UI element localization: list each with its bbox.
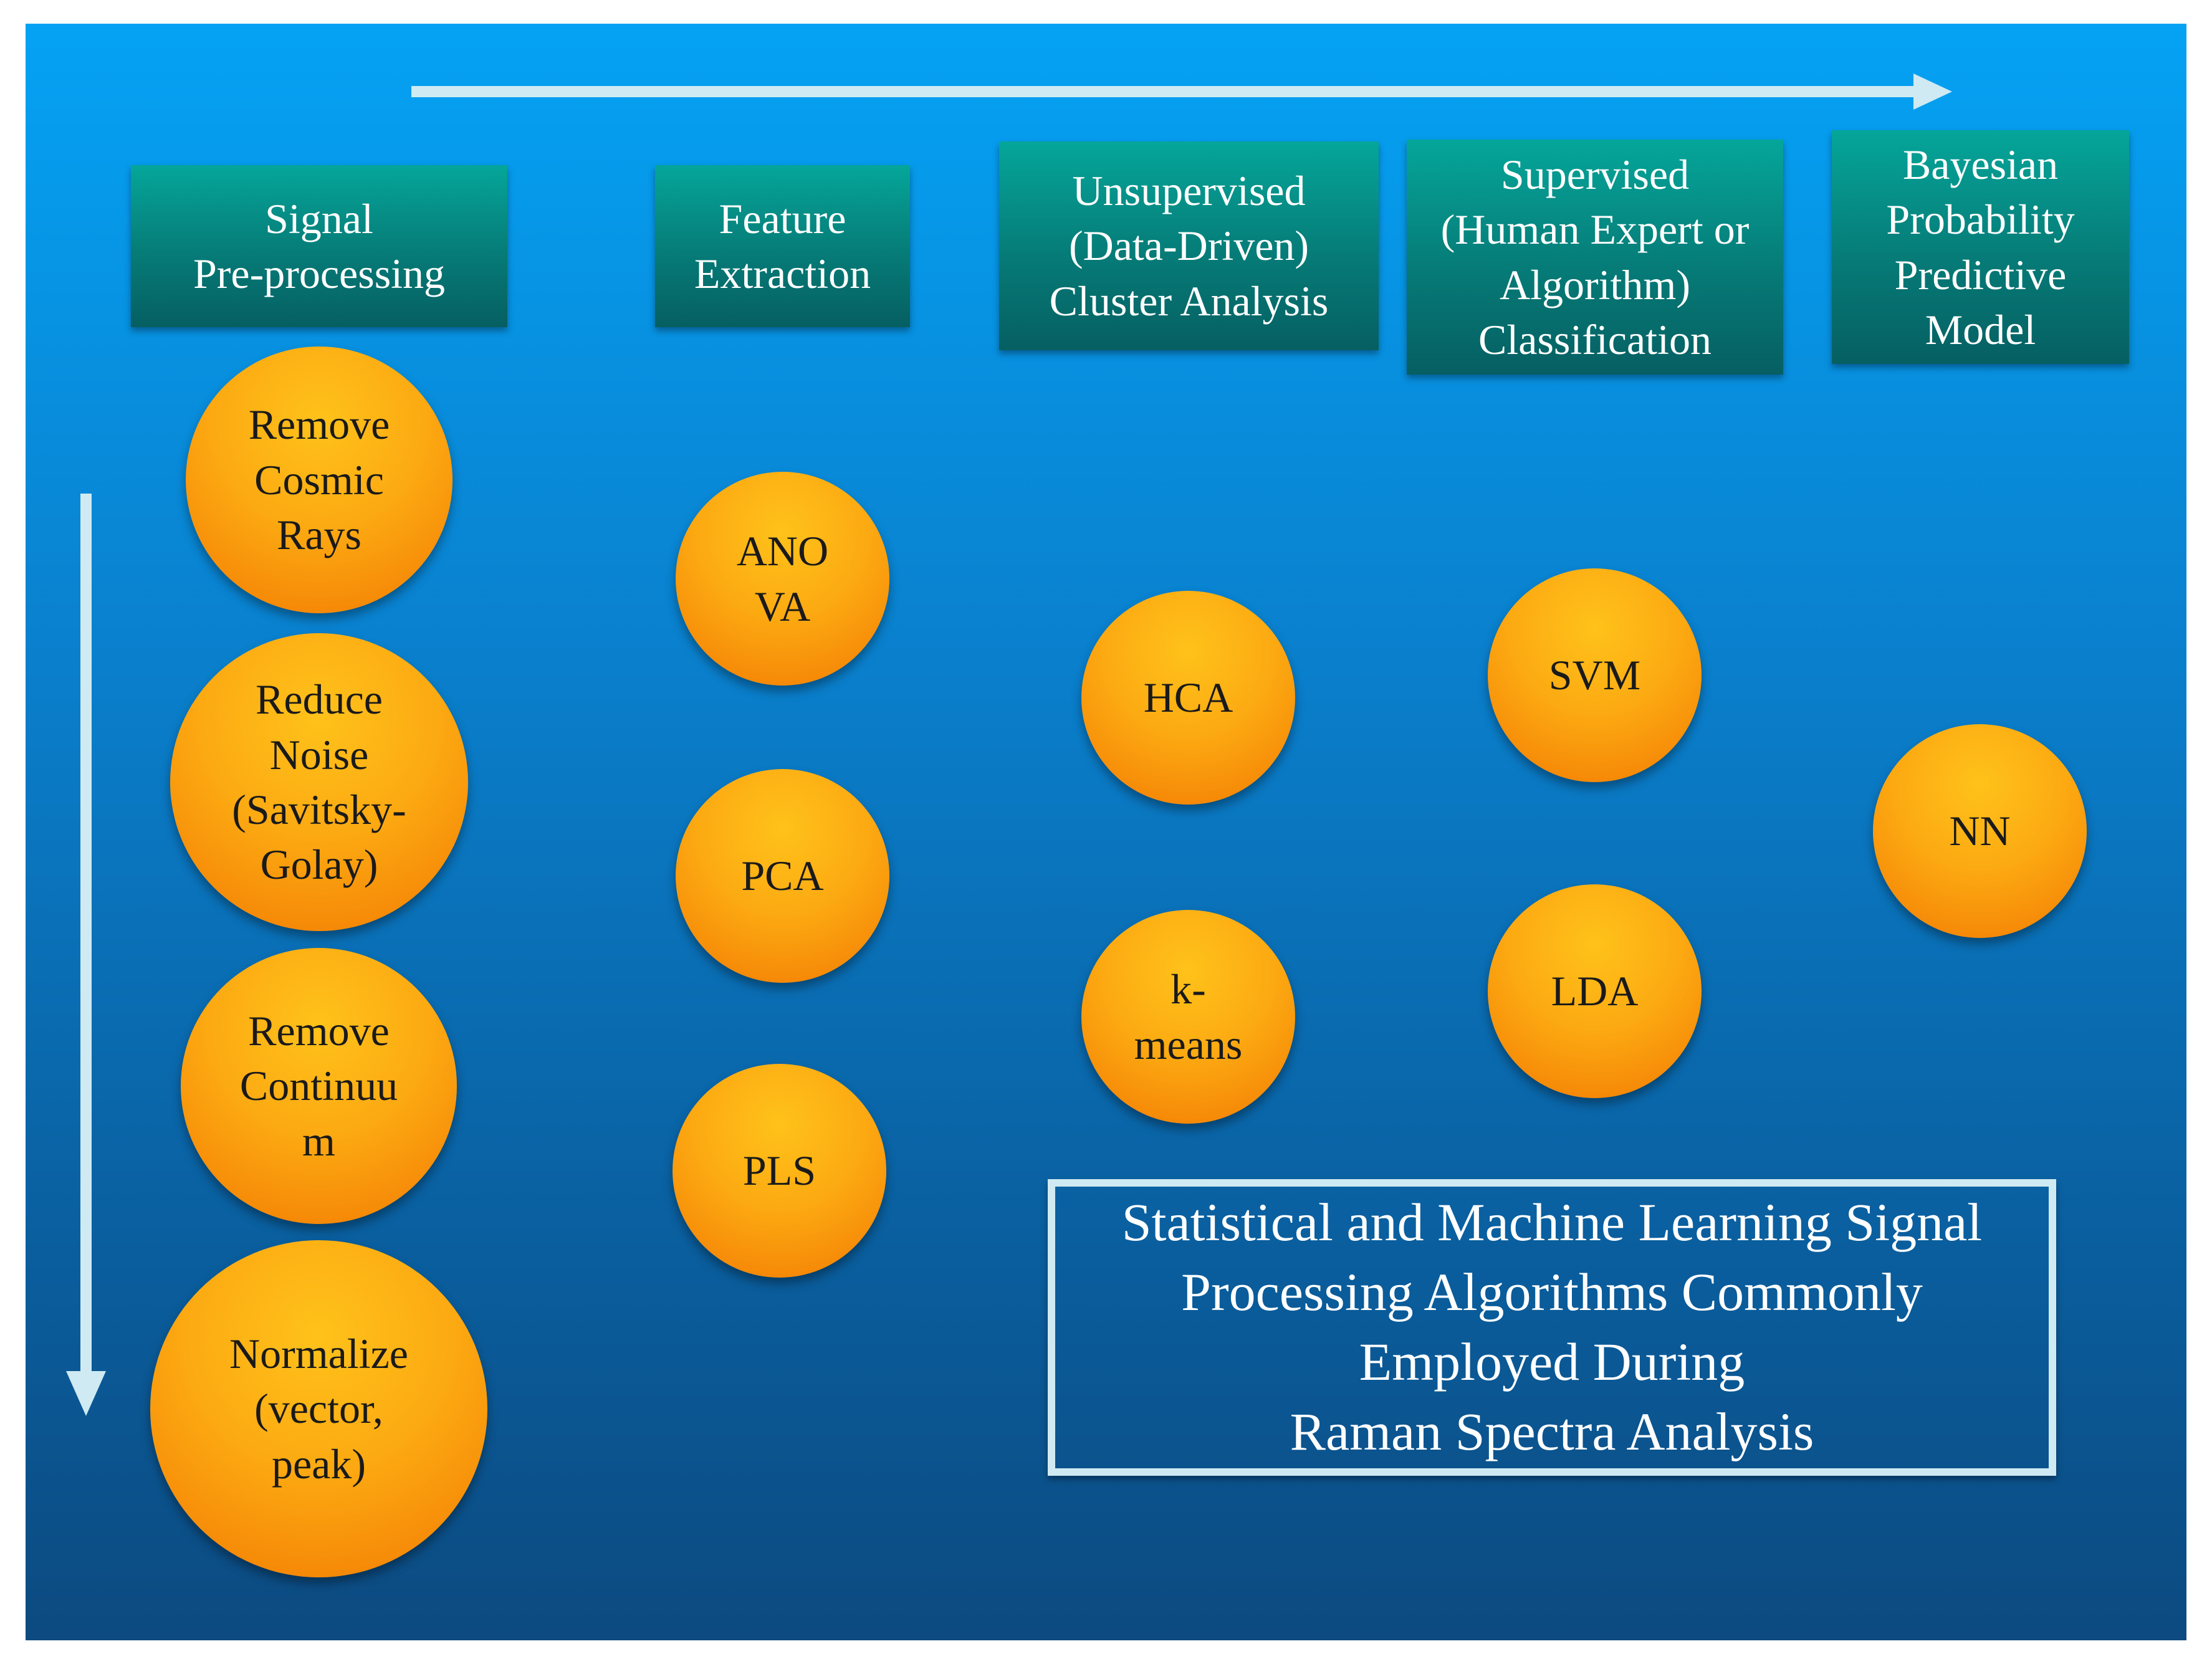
horizontal-arrow bbox=[411, 74, 1952, 110]
node-pca: PCA bbox=[676, 769, 889, 983]
node-normalize: Normalize (vector, peak) bbox=[150, 1240, 487, 1577]
node-anova: ANO VA bbox=[676, 472, 889, 686]
header-feature-extraction: Feature Extraction bbox=[655, 165, 910, 327]
node-pls: PLS bbox=[673, 1064, 886, 1278]
vertical-arrow bbox=[66, 494, 106, 1416]
node-kmeans: k- means bbox=[1081, 910, 1295, 1124]
header-bayesian-predictive-model: Bayesian Probability Predictive Model bbox=[1832, 130, 2129, 364]
node-nn: NN bbox=[1873, 724, 2087, 938]
header-unsupervised-cluster-analysis: Unsupervised (Data-Driven) Cluster Analy… bbox=[999, 141, 1379, 350]
header-signal-preprocessing: Signal Pre-processing bbox=[131, 165, 507, 327]
node-remove-cosmic-rays: Remove Cosmic Rays bbox=[186, 347, 452, 613]
node-svm: SVM bbox=[1488, 568, 1702, 782]
node-reduce-noise: Reduce Noise (Savitsky- Golay) bbox=[170, 633, 468, 931]
node-lda: LDA bbox=[1488, 884, 1702, 1098]
header-supervised-classification: Supervised (Human Expert or Algorithm) C… bbox=[1407, 140, 1783, 375]
node-hca: HCA bbox=[1081, 591, 1295, 805]
node-remove-continuum: Remove Continuu m bbox=[181, 948, 457, 1224]
diagram-title: Statistical and Machine Learning Signal … bbox=[1048, 1179, 2056, 1476]
